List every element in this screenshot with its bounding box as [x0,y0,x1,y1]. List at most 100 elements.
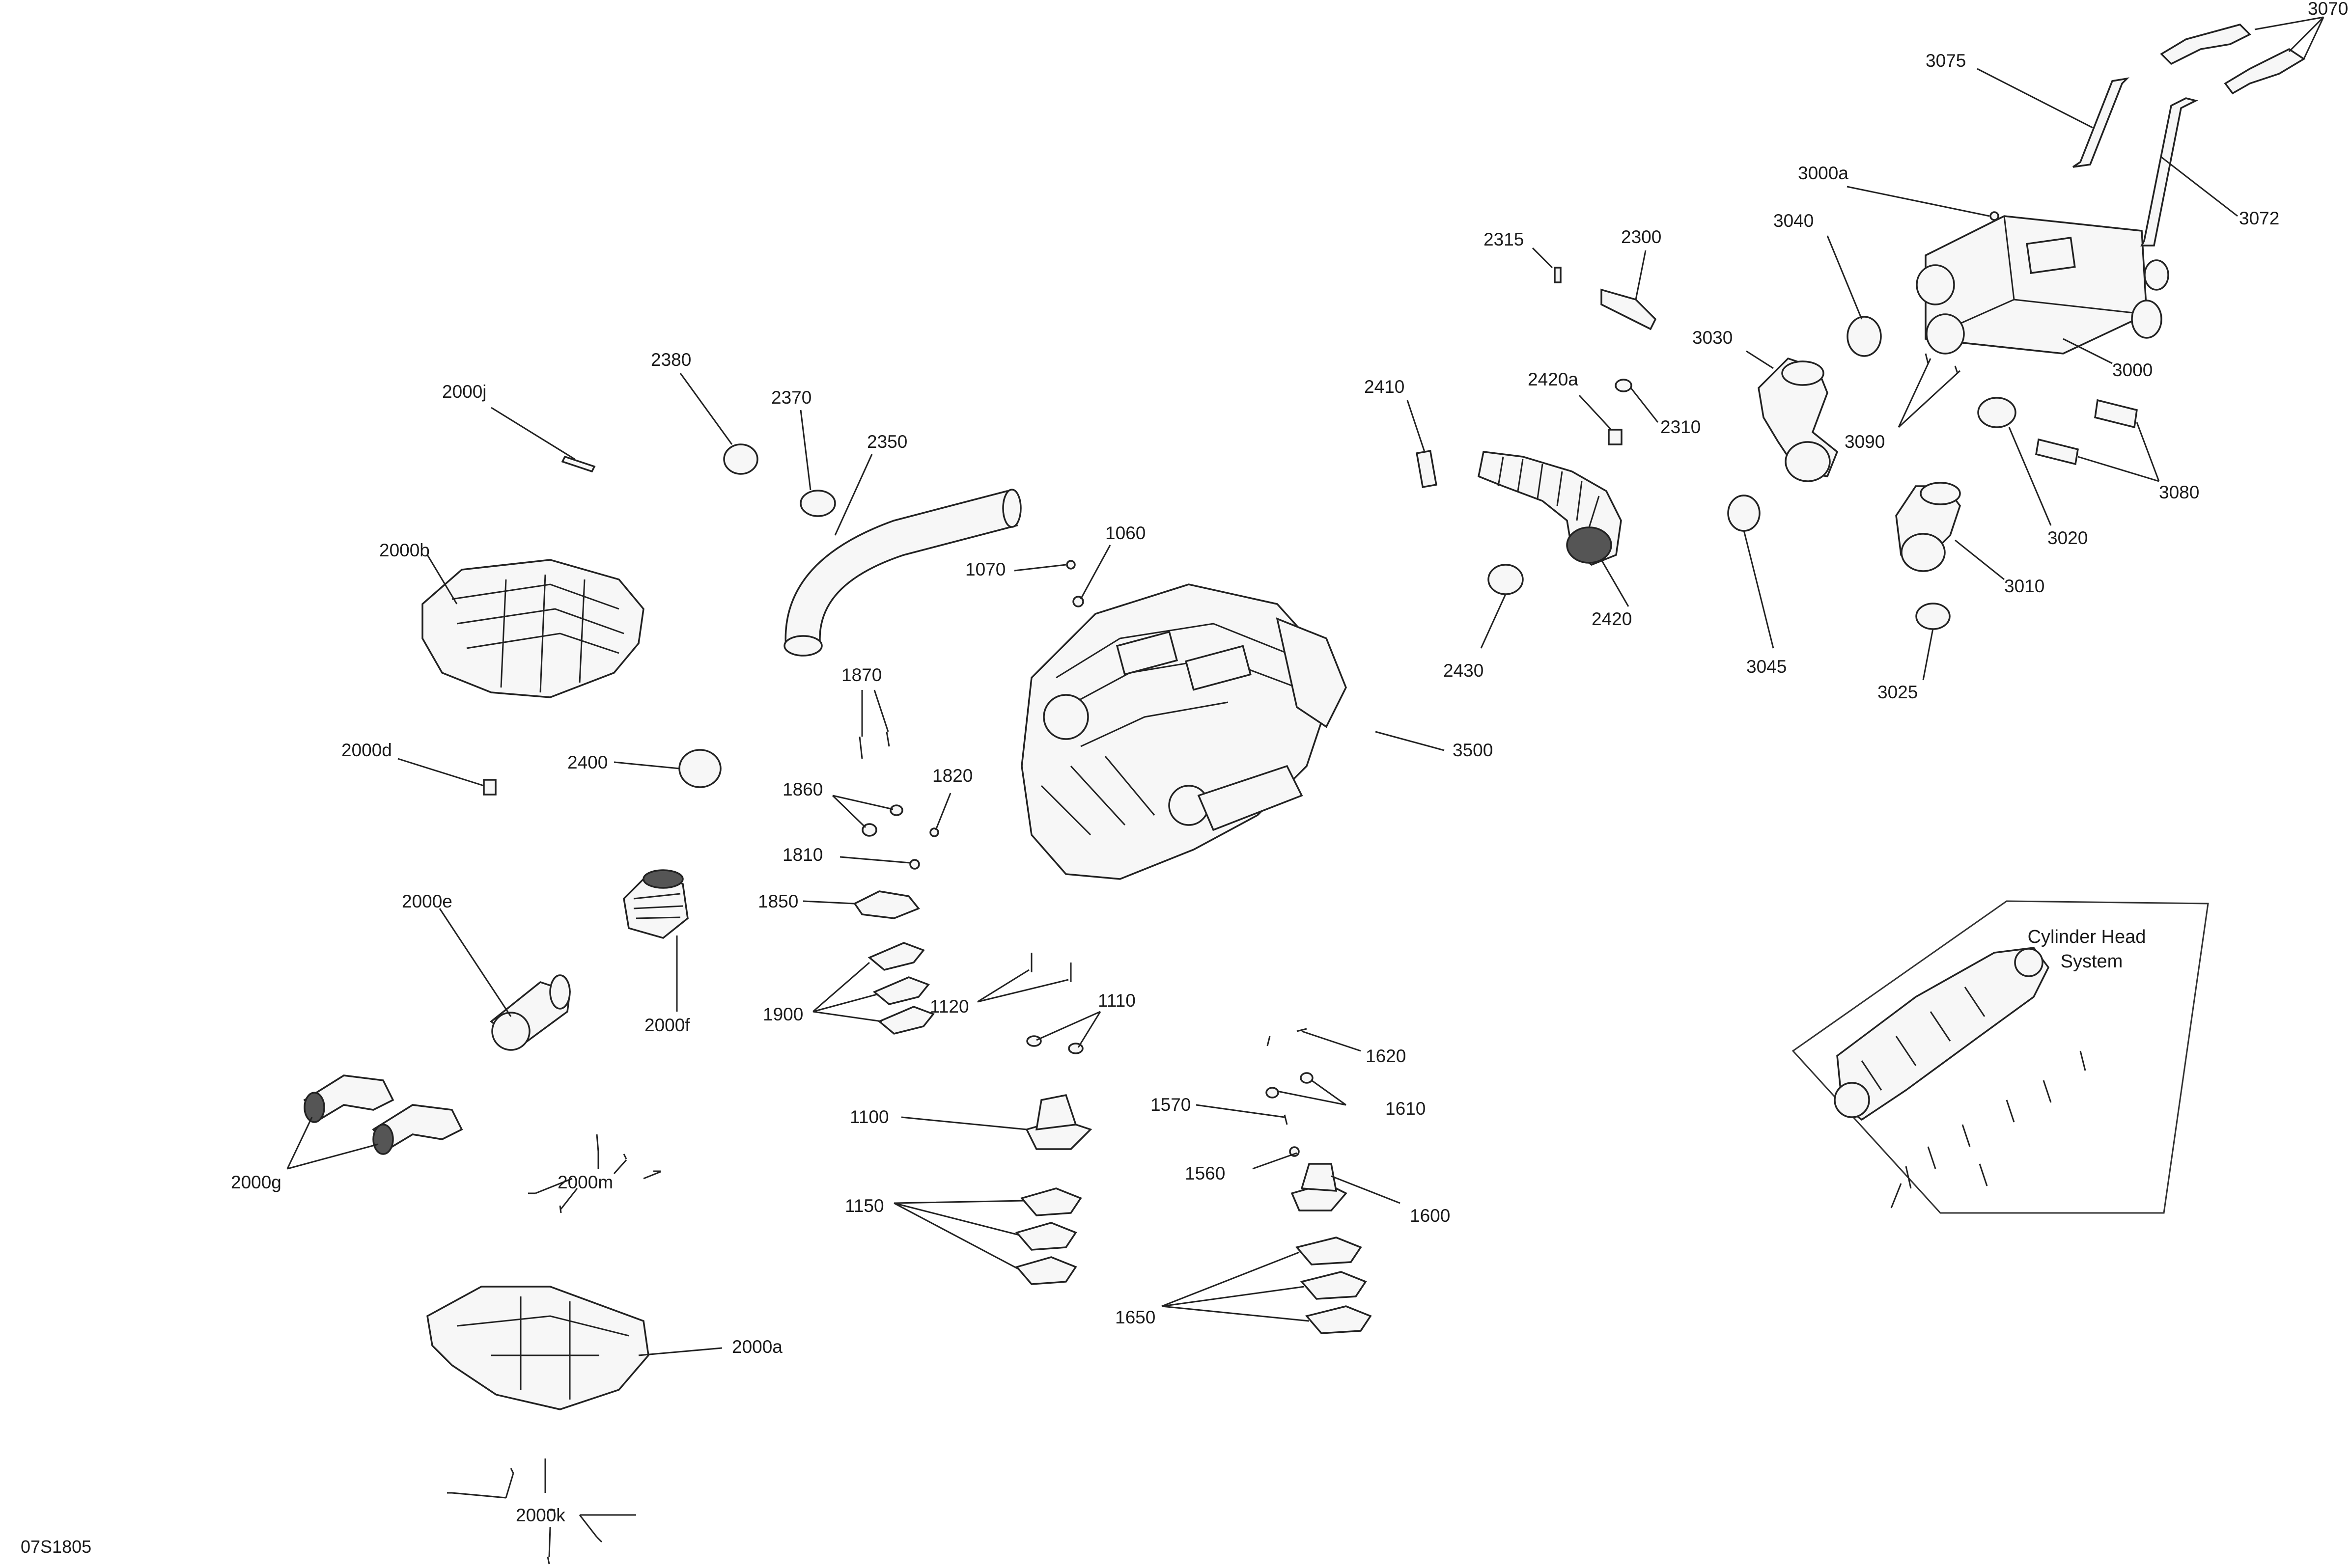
intake-plenum-upper [421,559,644,698]
callout-3040: 3040 [1773,211,1814,231]
pipe-2000e [490,974,571,1051]
callout-2000a: 2000a [732,1337,783,1357]
callout-1570: 1570 [1150,1095,1191,1115]
strip-2000j [561,455,596,473]
callout-1100: 1100 [850,1107,889,1127]
fitting-2300 [1600,288,1657,330]
shim-1150-a [1020,1187,1082,1216]
clamp-2380 [723,443,758,475]
callout-2000g: 2000g [231,1172,281,1192]
elbow-3030 [1758,357,1839,482]
callout-1650: 1650 [1115,1307,1155,1327]
air-duct-tube [784,489,1022,657]
callout-3090: 3090 [1845,432,1885,452]
callout-3025: 3025 [1877,682,1918,702]
callout-2400: 2400 [567,752,608,772]
plug-2000d [483,779,497,796]
callout-2350: 2350 [867,432,907,452]
callout-1070: 1070 [965,559,1006,579]
callout-1850: 1850 [758,891,798,911]
elbow-3010 [1895,482,1961,572]
clamp-2400 [678,749,722,788]
shim-1900-b [872,976,930,1005]
leader-lines [286,16,2324,1557]
strap-3072 [2140,97,2199,247]
document-code: 07S1805 [21,1537,91,1557]
bolts-1620 [1266,1028,1307,1046]
callout-1810: 1810 [783,845,823,865]
screw-3000a [1989,211,1999,221]
callout-2000e: 2000e [402,891,452,911]
callout-2420a: 2420a [1528,369,1578,389]
oil-pan-2000a [426,1286,649,1410]
clip-2310 [1615,379,1632,392]
callout-1120: 1120 [930,996,969,1017]
callout-2420: 2420 [1592,609,1632,629]
washer-1610-a [1265,1087,1279,1099]
shim-1150-b [1015,1222,1077,1251]
callout-1150: 1150 [845,1196,884,1216]
callout-3500: 3500 [1453,740,1493,760]
bolt-1570 [1284,1114,1288,1125]
clip-3070-b [2224,48,2306,95]
washer-1110-a [1026,1035,1042,1047]
callout-3080: 3080 [2159,482,2199,502]
bolts-1870 [859,731,890,759]
shim-1900-a [868,942,925,971]
inset-title-line2: System [2061,951,2123,972]
inset-frame [1791,900,2209,1214]
inset-cylinder-head-system: Cylinder Head System [1791,900,2209,1214]
bracket-1850 [853,890,920,919]
ring-2370 [800,490,836,517]
callout-3030: 3030 [1692,328,1733,348]
callout-2000k: 2000k [516,1505,565,1525]
callout-2315: 2315 [1483,229,1524,249]
callout-1600: 1600 [1410,1206,1450,1226]
callout-1060: 1060 [1105,523,1146,543]
callout-labels: 3070 3075 3072 3000a 3040 3000 2315 2300… [231,0,2348,1525]
callout-3010: 3010 [2004,576,2044,596]
clamp-3040 [1847,316,1882,357]
screws-3090 [1925,353,1959,374]
screw-1070 [1066,560,1076,570]
cylinder-head-part [1834,947,2050,1121]
screws-2000m [528,1134,661,1213]
callout-1610: 1610 [1385,1099,1426,1119]
screw-1820 [929,827,939,837]
shim-1650-c [1305,1305,1372,1334]
callout-1110: 1110 [1098,990,1136,1011]
callout-2410: 2410 [1364,377,1404,397]
callout-2000f: 2000f [644,1015,690,1035]
corrugated-hose-2420 [1477,451,1622,566]
callout-1560: 1560 [1185,1163,1225,1183]
pin-2315 [1554,267,1562,283]
callout-3045: 3045 [1746,657,1787,677]
pad-3080-b [2035,438,2079,466]
intercooler-3000 [1916,215,2169,355]
callout-2000j: 2000j [442,382,487,402]
clamp-2430 [1487,564,1524,595]
callout-2000m: 2000m [558,1172,613,1192]
callout-2370: 2370 [771,387,812,408]
callout-1870: 1870 [841,665,882,685]
washer-1860-a [862,823,877,837]
bolts-1120 [1031,953,1072,982]
callout-1860: 1860 [783,779,823,799]
callout-2310: 2310 [1660,417,1701,437]
engine-assembly [1021,583,1347,880]
callout-2000d: 2000d [341,740,392,760]
washer-1610-b [1300,1072,1314,1084]
callout-3000: 3000 [2112,360,2153,380]
callout-2000b: 2000b [379,540,430,560]
corrugated-hose-2000f [623,869,689,939]
clip-3070-a [2160,24,2251,65]
shim-1900-c [877,1006,935,1035]
clamp-3045 [1727,495,1761,532]
callout-2300: 2300 [1621,227,1661,247]
callout-1820: 1820 [932,766,973,786]
callout-2430: 2430 [1443,660,1483,681]
inset-title-line1: Cylinder Head [2028,927,2146,947]
callout-3000a: 3000a [1798,163,1848,183]
engine-mount-1100 [1025,1094,1092,1150]
